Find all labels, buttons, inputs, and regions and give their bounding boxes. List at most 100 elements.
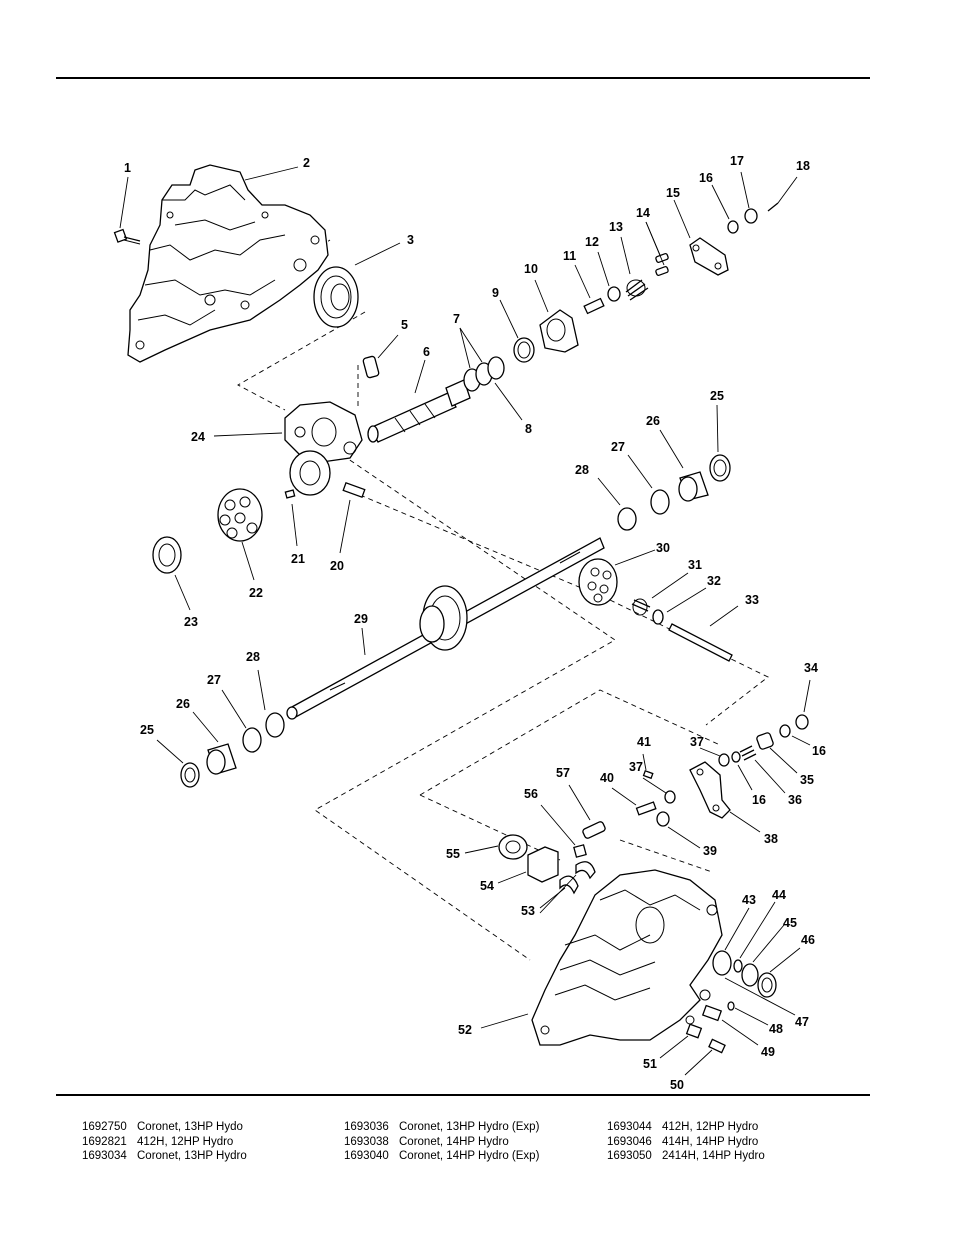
spring-31 bbox=[631, 598, 651, 616]
callout-40: 40 bbox=[600, 771, 614, 785]
bearing-23 bbox=[152, 536, 182, 574]
callout-2: 2 bbox=[303, 156, 310, 170]
callout-27-lower: 27 bbox=[207, 673, 221, 687]
callout-26-lower: 26 bbox=[176, 697, 190, 711]
model-number: 1693036 bbox=[344, 1121, 389, 1133]
o-ring-48 bbox=[727, 1001, 735, 1011]
plug-51 bbox=[685, 1023, 703, 1039]
nut-34 bbox=[795, 714, 809, 730]
callout-37-right: 37 bbox=[690, 735, 704, 749]
callout-16-top: 16 bbox=[699, 171, 713, 185]
seal-25-lower bbox=[180, 762, 200, 788]
bushing-26-lower bbox=[206, 743, 237, 775]
callout-57: 57 bbox=[556, 766, 570, 780]
callout-11: 11 bbox=[563, 249, 576, 263]
model-number: 1693050 bbox=[607, 1150, 652, 1163]
block-56 bbox=[573, 844, 587, 858]
axle-29 bbox=[286, 537, 605, 720]
washer-28-upper bbox=[617, 507, 637, 531]
model-name: 412H, 12HP Hydro bbox=[137, 1135, 234, 1148]
bolt-50 bbox=[708, 1038, 726, 1054]
washer-16-c bbox=[731, 751, 741, 763]
callout-56: 56 bbox=[524, 787, 538, 801]
valve-plate bbox=[289, 450, 331, 496]
callout-44: 44 bbox=[772, 888, 786, 902]
callout-33: 33 bbox=[745, 593, 759, 607]
callout-32: 32 bbox=[707, 574, 721, 588]
thrust-plates-53 bbox=[559, 861, 596, 895]
spring-13 bbox=[625, 279, 649, 301]
callout-16-right: 16 bbox=[812, 744, 826, 758]
model-number: 1692821 bbox=[82, 1135, 127, 1148]
callout-41: 41 bbox=[637, 735, 651, 749]
model-name: Coronet, 13HP Hydro bbox=[137, 1150, 247, 1163]
cylinder-block-22 bbox=[217, 488, 263, 542]
key-21 bbox=[284, 489, 296, 499]
model-row: 1692821 412H, 12HP Hydro bbox=[82, 1135, 247, 1150]
model-number: 1692750 bbox=[82, 1121, 127, 1133]
model-number: 1693044 bbox=[607, 1121, 652, 1133]
washer-32 bbox=[652, 609, 664, 625]
washer-27-lower bbox=[242, 727, 262, 753]
callout-36: 36 bbox=[788, 793, 802, 807]
callout-24: 24 bbox=[191, 430, 205, 444]
model-number: 1693040 bbox=[344, 1150, 389, 1163]
shaft-33 bbox=[668, 623, 733, 662]
callout-43: 43 bbox=[742, 893, 756, 907]
center-section-24 bbox=[284, 401, 363, 463]
callout-13: 13 bbox=[609, 220, 623, 234]
nut-17 bbox=[744, 208, 758, 224]
callout-25-lower: 25 bbox=[140, 723, 154, 737]
nut-12 bbox=[607, 286, 621, 302]
callout-21: 21 bbox=[291, 552, 305, 566]
swashplate-54 bbox=[527, 846, 559, 883]
callout-28-upper: 28 bbox=[575, 463, 589, 477]
callout-22: 22 bbox=[249, 586, 263, 600]
callout-47: 47 bbox=[795, 1015, 809, 1029]
washer-45 bbox=[741, 963, 759, 987]
pin-18 bbox=[767, 202, 779, 212]
callout-12: 12 bbox=[585, 235, 599, 249]
bushing-46 bbox=[757, 972, 777, 998]
swashplate-10 bbox=[539, 309, 579, 353]
ring-44 bbox=[733, 959, 743, 973]
bolt-11 bbox=[583, 297, 605, 315]
pin-5 bbox=[362, 355, 380, 379]
fitting-49 bbox=[701, 1004, 723, 1022]
callout-45: 45 bbox=[783, 916, 797, 930]
callout-17: 17 bbox=[730, 154, 744, 168]
model-name: 414H, 14HP Hydro bbox=[662, 1135, 759, 1148]
washer-16-b bbox=[779, 724, 791, 738]
bearing-43 bbox=[712, 950, 732, 976]
bushing-9 bbox=[513, 337, 535, 363]
callout-27-upper: 27 bbox=[611, 440, 625, 454]
bushing-35 bbox=[756, 732, 774, 750]
callout-49: 49 bbox=[761, 1045, 775, 1059]
arm-38 bbox=[689, 761, 731, 819]
callout-28-lower: 28 bbox=[246, 650, 260, 664]
model-name: Coronet, 13HP Hydo bbox=[137, 1121, 243, 1133]
washer-16 bbox=[727, 220, 739, 234]
pin-57 bbox=[582, 821, 606, 839]
bottom-rule bbox=[56, 1094, 870, 1096]
model-name: Coronet, 13HP Hydro (Exp) bbox=[399, 1121, 540, 1133]
callout-9: 9 bbox=[492, 286, 499, 300]
bolt-1 bbox=[113, 228, 141, 245]
housing-lower-half bbox=[531, 869, 723, 1046]
callout-37-left: 37 bbox=[629, 760, 643, 774]
model-name: Coronet, 14HP Hydro bbox=[399, 1135, 509, 1148]
model-name: Coronet, 14HP Hydro (Exp) bbox=[399, 1150, 540, 1163]
callout-3: 3 bbox=[407, 233, 414, 247]
callout-5: 5 bbox=[401, 318, 408, 332]
callout-29: 29 bbox=[354, 612, 368, 626]
callout-25-upper: 25 bbox=[710, 389, 724, 403]
callout-labels: 1 2 3 5 6 7 8 9 10 11 12 13 14 15 16 17 … bbox=[124, 154, 826, 1092]
callout-48: 48 bbox=[769, 1022, 783, 1036]
seal-25-upper bbox=[709, 454, 731, 482]
